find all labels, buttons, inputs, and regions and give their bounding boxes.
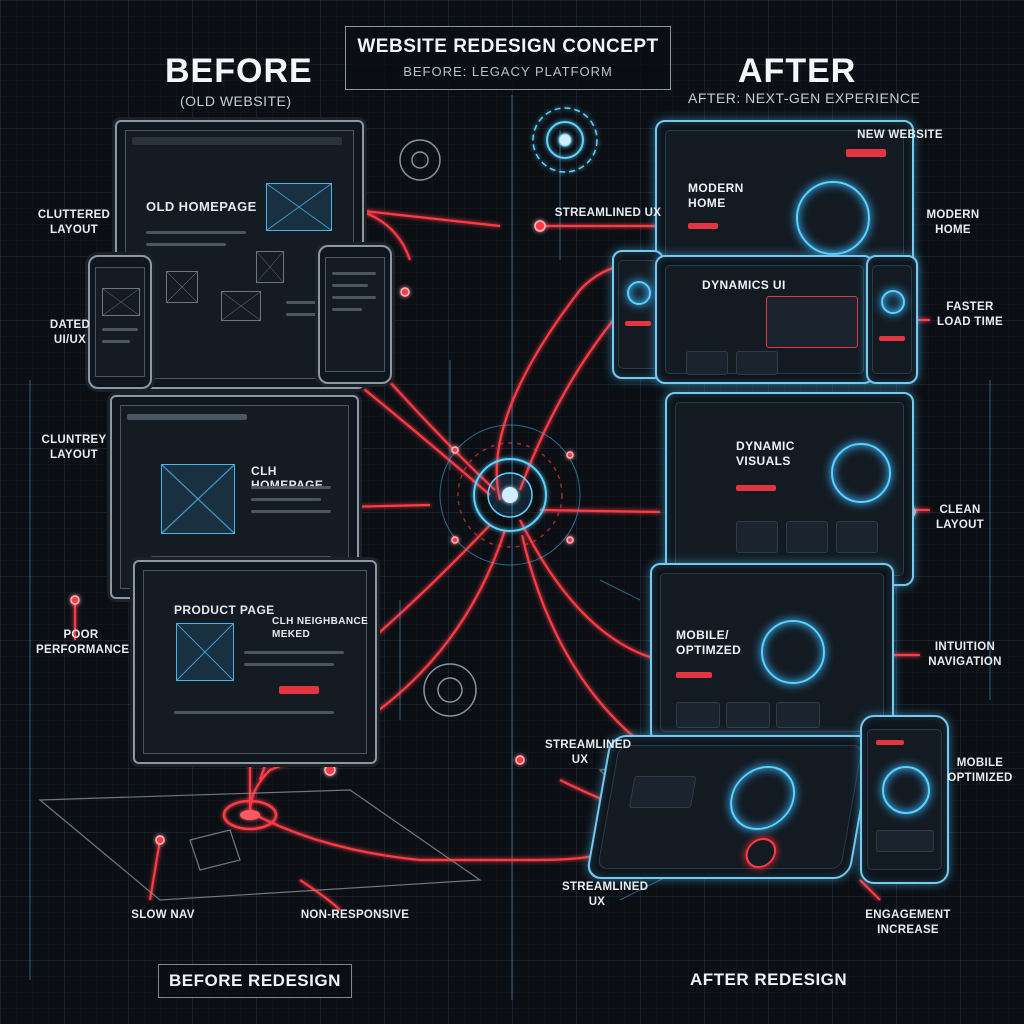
slow-nav-portal xyxy=(222,799,278,831)
dynamics-ui-title: DYNAMICS UI xyxy=(702,278,786,292)
new-phone-right xyxy=(866,255,918,384)
label-cluntrey-layout: CLUNTREY LAYOUT xyxy=(41,434,107,461)
before-heading: BEFORE xyxy=(165,52,313,90)
old-cta-button[interactable] xyxy=(279,686,319,694)
hologram-ring xyxy=(796,181,870,255)
modern-home-title: MODERN HOME xyxy=(688,181,744,210)
label-faster-load-time: FASTER LOAD TIME xyxy=(937,301,1003,328)
label-streamlined-top: STREAMLINED UX xyxy=(554,207,662,219)
before-gauge-ring xyxy=(399,139,477,717)
label-non-responsive: NON-RESPONSIVE xyxy=(300,909,410,921)
label-modern-home: MODERN HOME xyxy=(926,209,980,236)
label-poor-performance: POOR PERFORMANCE xyxy=(36,629,130,656)
label-clean-layout: CLEAN LAYOUT xyxy=(935,504,985,531)
label-dated-ui: DATED UI/UX xyxy=(49,319,91,346)
label-new-website: NEW WEBSITE xyxy=(857,129,943,141)
after-footer: AFTER REDESIGN xyxy=(690,970,848,989)
mobile-optimized-monitor: MOBILE/ OPTIMZED xyxy=(650,563,894,742)
after-heading: AFTER xyxy=(738,52,857,90)
clh-neighbance-title: CLH NEIGHBANCE MEKED xyxy=(272,616,369,640)
page-title: WEBSITE REDESIGN CONCEPT xyxy=(357,36,659,57)
label-streamlined-mid: STREAMLINED UX xyxy=(545,739,632,766)
label-engagement-increase: ENGAGEMENT INCREASE xyxy=(865,909,951,936)
old-homepage-title: OLD HOMEPAGE xyxy=(146,199,257,214)
old-phone-left xyxy=(88,255,152,389)
before-footer: BEFORE REDESIGN xyxy=(158,964,352,998)
before-subheading: (OLD WEBSITE) xyxy=(180,93,292,109)
dynamic-visuals-title: DYNAMIC VISUALS xyxy=(736,439,795,468)
page-subtitle: BEFORE: LEGACY PLATFORM xyxy=(403,64,613,79)
label-streamlined-bottom: STREAMLINED UX xyxy=(562,881,649,908)
new-phone-mobile xyxy=(860,715,949,884)
label-slow-nav: SLOW NAV xyxy=(131,909,195,921)
dynamic-visuals-monitor: DYNAMIC VISUALS xyxy=(665,392,914,586)
image-placeholder xyxy=(266,183,332,231)
central-hub xyxy=(439,424,581,566)
label-intuition-navigation: INTUITION NAVIGATION xyxy=(928,641,1002,668)
product-page-monitor: PRODUCT PAGE CLH NEIGHBANCE MEKED xyxy=(133,560,377,764)
new-tablet xyxy=(585,735,875,879)
top-hub-ring xyxy=(532,107,598,173)
label-mobile-optimized: MOBILE OPTIMIZED xyxy=(947,757,1013,784)
after-subheading: AFTER: NEXT-GEN EXPERIENCE xyxy=(688,90,921,106)
image-placeholder xyxy=(161,464,235,534)
image-placeholder xyxy=(176,623,234,681)
header-title-box: WEBSITE REDESIGN CONCEPT BEFORE: LEGACY … xyxy=(345,26,671,90)
mobile-optimized-title: MOBILE/ OPTIMZED xyxy=(676,628,742,657)
product-page-title: PRODUCT PAGE xyxy=(174,603,275,617)
label-cluttered-layout: CLUTTERED LAYOUT xyxy=(37,209,111,236)
old-phone-right xyxy=(318,245,392,384)
dynamics-ui-screen: DYNAMICS UI xyxy=(655,255,874,384)
